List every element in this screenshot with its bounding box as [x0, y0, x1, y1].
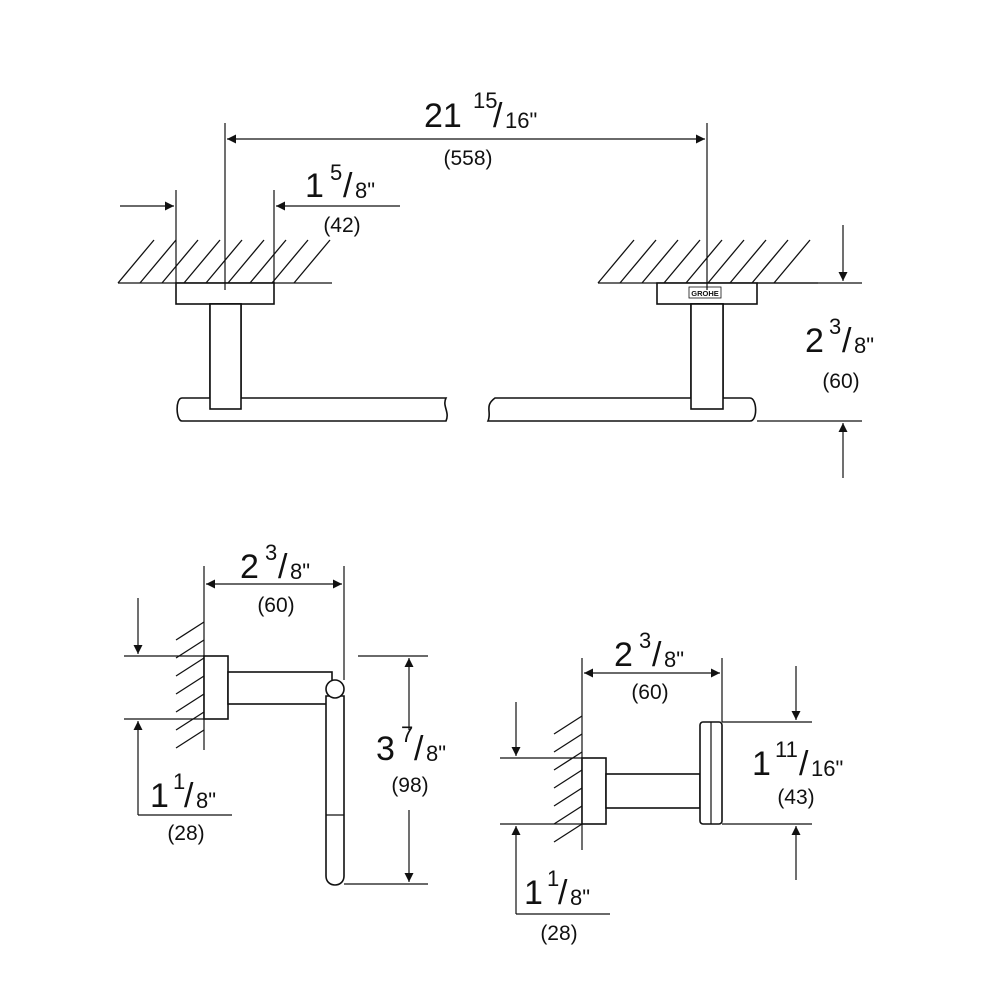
svg-text:/: /	[278, 548, 288, 586]
svg-text:8": 8"	[196, 788, 216, 813]
svg-text:(558): (558)	[443, 147, 492, 170]
svg-text:/: /	[414, 730, 424, 768]
svg-text:2: 2	[614, 636, 633, 674]
svg-text:8": 8"	[854, 333, 874, 358]
svg-text:(60): (60)	[822, 370, 859, 393]
svg-text:7: 7	[401, 722, 413, 747]
towel-bar-projection-label: 2 3 / 8" (60)	[805, 314, 874, 393]
paper-holder-wall-hatch	[175, 621, 205, 749]
paper-holder-arm	[227, 671, 333, 705]
robe-hook-arm	[605, 773, 701, 809]
svg-text:(28): (28)	[540, 922, 577, 945]
svg-text:(60): (60)	[631, 681, 668, 704]
robe-hook-flange	[581, 757, 607, 825]
paper-holder-roll-bar	[325, 695, 345, 886]
svg-text:(28): (28)	[167, 822, 204, 845]
svg-text:16": 16"	[811, 756, 843, 781]
svg-text:21: 21	[424, 97, 462, 135]
svg-text:3: 3	[376, 730, 395, 768]
svg-text:1: 1	[173, 769, 185, 794]
robe-hook-projection-label: 2 3 / 8" (60)	[614, 628, 684, 704]
overall-width-label: 21 15 / 16" (558)	[424, 88, 537, 170]
svg-text:5: 5	[330, 160, 342, 185]
paper-holder-drawing	[124, 566, 428, 886]
svg-text:1: 1	[305, 167, 324, 205]
svg-text:8": 8"	[290, 559, 310, 584]
paper-holder-knob	[325, 679, 345, 699]
svg-text:GROHE: GROHE	[691, 289, 719, 298]
brand-logo: GROHE	[688, 286, 722, 299]
robe-hook-wall-hatch	[553, 715, 583, 843]
svg-text:/: /	[343, 167, 353, 205]
svg-text:1: 1	[524, 874, 543, 912]
paper-holder-flange	[203, 655, 229, 720]
left-wall-hatch	[117, 239, 332, 284]
svg-text:(60): (60)	[257, 594, 294, 617]
towel-bar-drawing: GROHE	[117, 123, 862, 478]
svg-text:8": 8"	[664, 647, 684, 672]
svg-text:3: 3	[265, 540, 277, 565]
paper-holder-projection-label: 2 3 / 8" (60)	[240, 540, 310, 617]
bracket-width-label: 1 5 / 8" (42)	[305, 160, 375, 237]
svg-text:11: 11	[775, 737, 798, 762]
svg-text:3: 3	[639, 628, 651, 653]
svg-text:8": 8"	[426, 741, 446, 766]
svg-text:(98): (98)	[391, 774, 428, 797]
svg-text:/: /	[493, 97, 503, 135]
svg-text:16": 16"	[505, 108, 537, 133]
right-wall-hatch	[597, 239, 818, 284]
towel-bar-right-segment	[486, 397, 757, 422]
svg-text:(42): (42)	[323, 214, 360, 237]
paper-holder-height-label: 3 7 / 8" (98)	[376, 722, 446, 797]
svg-text:1: 1	[547, 866, 559, 891]
svg-text:/: /	[558, 874, 568, 912]
robe-hook-flange-label: 1 1 / 8" (28)	[524, 866, 590, 945]
robe-hook-drawing	[500, 658, 812, 915]
svg-text:8": 8"	[355, 178, 375, 203]
svg-text:2: 2	[805, 322, 824, 360]
svg-text:3: 3	[829, 314, 841, 339]
towel-bar-left-segment	[176, 397, 448, 422]
svg-text:(43): (43)	[777, 786, 814, 809]
svg-text:15: 15	[473, 88, 497, 113]
svg-text:8": 8"	[570, 885, 590, 910]
robe-hook-cap-label: 1 11 / 16" (43)	[752, 737, 843, 809]
svg-text:/: /	[799, 745, 809, 783]
svg-text:/: /	[184, 777, 194, 815]
svg-text:/: /	[652, 636, 662, 674]
svg-text:/: /	[842, 322, 852, 360]
svg-text:1: 1	[150, 777, 169, 815]
svg-text:1: 1	[752, 745, 771, 783]
paper-holder-flange-label: 1 1 / 8" (28)	[150, 769, 216, 845]
svg-text:2: 2	[240, 548, 259, 586]
